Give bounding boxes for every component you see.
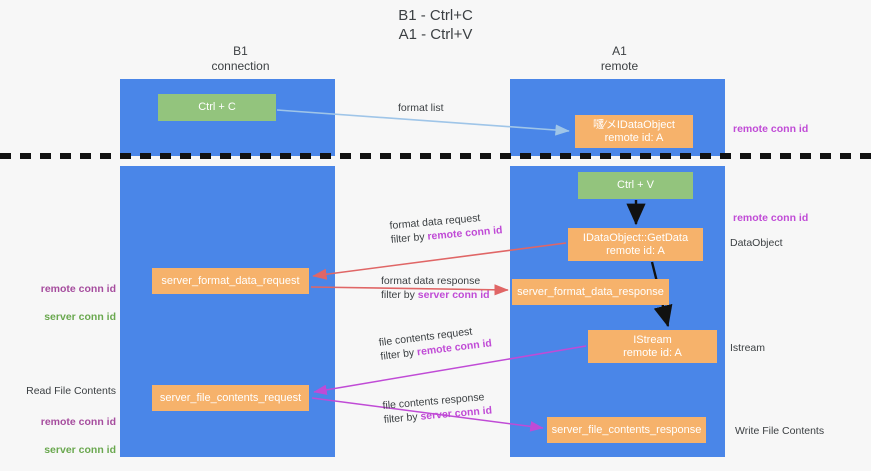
node-getdata-sublabel: remote id: A bbox=[606, 244, 665, 257]
annotation-right-write-file-contents: Write File Contents bbox=[735, 425, 825, 437]
filter-prefix: filter by bbox=[379, 346, 418, 363]
node-dataobject-label: 嚺⁄メIDataObject bbox=[593, 118, 675, 131]
edge-label-file-contents-response: file contents response filter by server … bbox=[382, 390, 493, 427]
filter-prefix: filter by bbox=[383, 410, 421, 426]
node-server-file-contents-request-label: server_file_contents_request bbox=[159, 391, 302, 404]
node-ctrl-v[interactable]: Ctrl + V bbox=[578, 172, 693, 199]
node-istream-label: IStream bbox=[633, 333, 672, 346]
node-server-file-contents-response-label: server_file_contents_response bbox=[551, 423, 702, 436]
node-dataobject[interactable]: 嚺⁄メIDataObject remote id: A bbox=[575, 115, 693, 148]
lane-b1-lower bbox=[120, 166, 335, 457]
node-server-format-data-response[interactable]: server_format_data_response bbox=[512, 279, 669, 305]
annotation-left-remote-conn-id-2: remote conn id bbox=[40, 416, 116, 428]
node-server-format-data-request[interactable]: server_format_data_request bbox=[152, 268, 309, 294]
node-server-format-data-request-label: server_format_data_request bbox=[161, 274, 300, 287]
annotation-left-read-file-contents: Read File Contents bbox=[26, 385, 116, 397]
page-title: B1 - Ctrl+C A1 - Ctrl+V bbox=[398, 7, 473, 43]
edge-label-format-data-response-line1: format data response bbox=[381, 275, 481, 287]
node-server-format-data-response-label: server_format_data_response bbox=[517, 285, 664, 298]
node-server-file-contents-response[interactable]: server_file_contents_response bbox=[547, 417, 706, 443]
filter-key-server-conn-id: server conn id bbox=[417, 289, 490, 301]
annotation-left-server-conn-id-2: server conn id bbox=[44, 444, 116, 456]
node-ctrl-v-label: Ctrl + V bbox=[617, 179, 654, 191]
annotation-left-remote-conn-id: remote conn id bbox=[40, 283, 116, 295]
annotation-right-istream: Istream bbox=[730, 342, 766, 354]
node-istream-sublabel: remote id: A bbox=[623, 346, 682, 359]
annotation-right-dataobject: DataObject bbox=[730, 237, 783, 249]
edge-label-file-contents-request: file contents request filter by remote c… bbox=[378, 322, 493, 363]
annotation-left-conn-ids: remote conn id server conn id bbox=[18, 268, 116, 338]
edge-label-format-data-request: format data request filter by remote con… bbox=[389, 209, 503, 247]
annotation-left-server-conn-id: server conn id bbox=[44, 311, 116, 323]
edge-label-format-list: format list bbox=[398, 102, 444, 114]
filter-prefix: filter by bbox=[390, 230, 428, 246]
node-istream[interactable]: IStream remote id: A bbox=[588, 330, 717, 363]
edge-label-format-data-response-line2: filter by server conn id bbox=[381, 288, 490, 302]
lane-a1-lower bbox=[510, 166, 725, 457]
lane-header-a1: A1 remote bbox=[600, 44, 639, 73]
node-dataobject-sublabel: remote id: A bbox=[604, 131, 664, 144]
node-ctrl-c[interactable]: Ctrl + C bbox=[158, 94, 276, 121]
annotation-left-conn-ids-2: remote conn id server conn id bbox=[18, 401, 116, 471]
annotation-right-remote-conn-id-mid: remote conn id bbox=[733, 212, 809, 224]
node-getdata[interactable]: IDataObject::GetData remote id: A bbox=[568, 228, 703, 261]
node-ctrl-c-label: Ctrl + C bbox=[198, 101, 236, 113]
annotation-right-remote-conn-id-top: remote conn id bbox=[733, 123, 809, 135]
edge-label-format-data-response: format data response filter by server co… bbox=[381, 274, 490, 302]
filter-prefix: filter by bbox=[381, 289, 418, 301]
lane-header-b1: B1 connection bbox=[211, 44, 270, 73]
node-server-file-contents-request[interactable]: server_file_contents_request bbox=[152, 385, 309, 411]
node-getdata-label: IDataObject::GetData bbox=[582, 231, 689, 244]
